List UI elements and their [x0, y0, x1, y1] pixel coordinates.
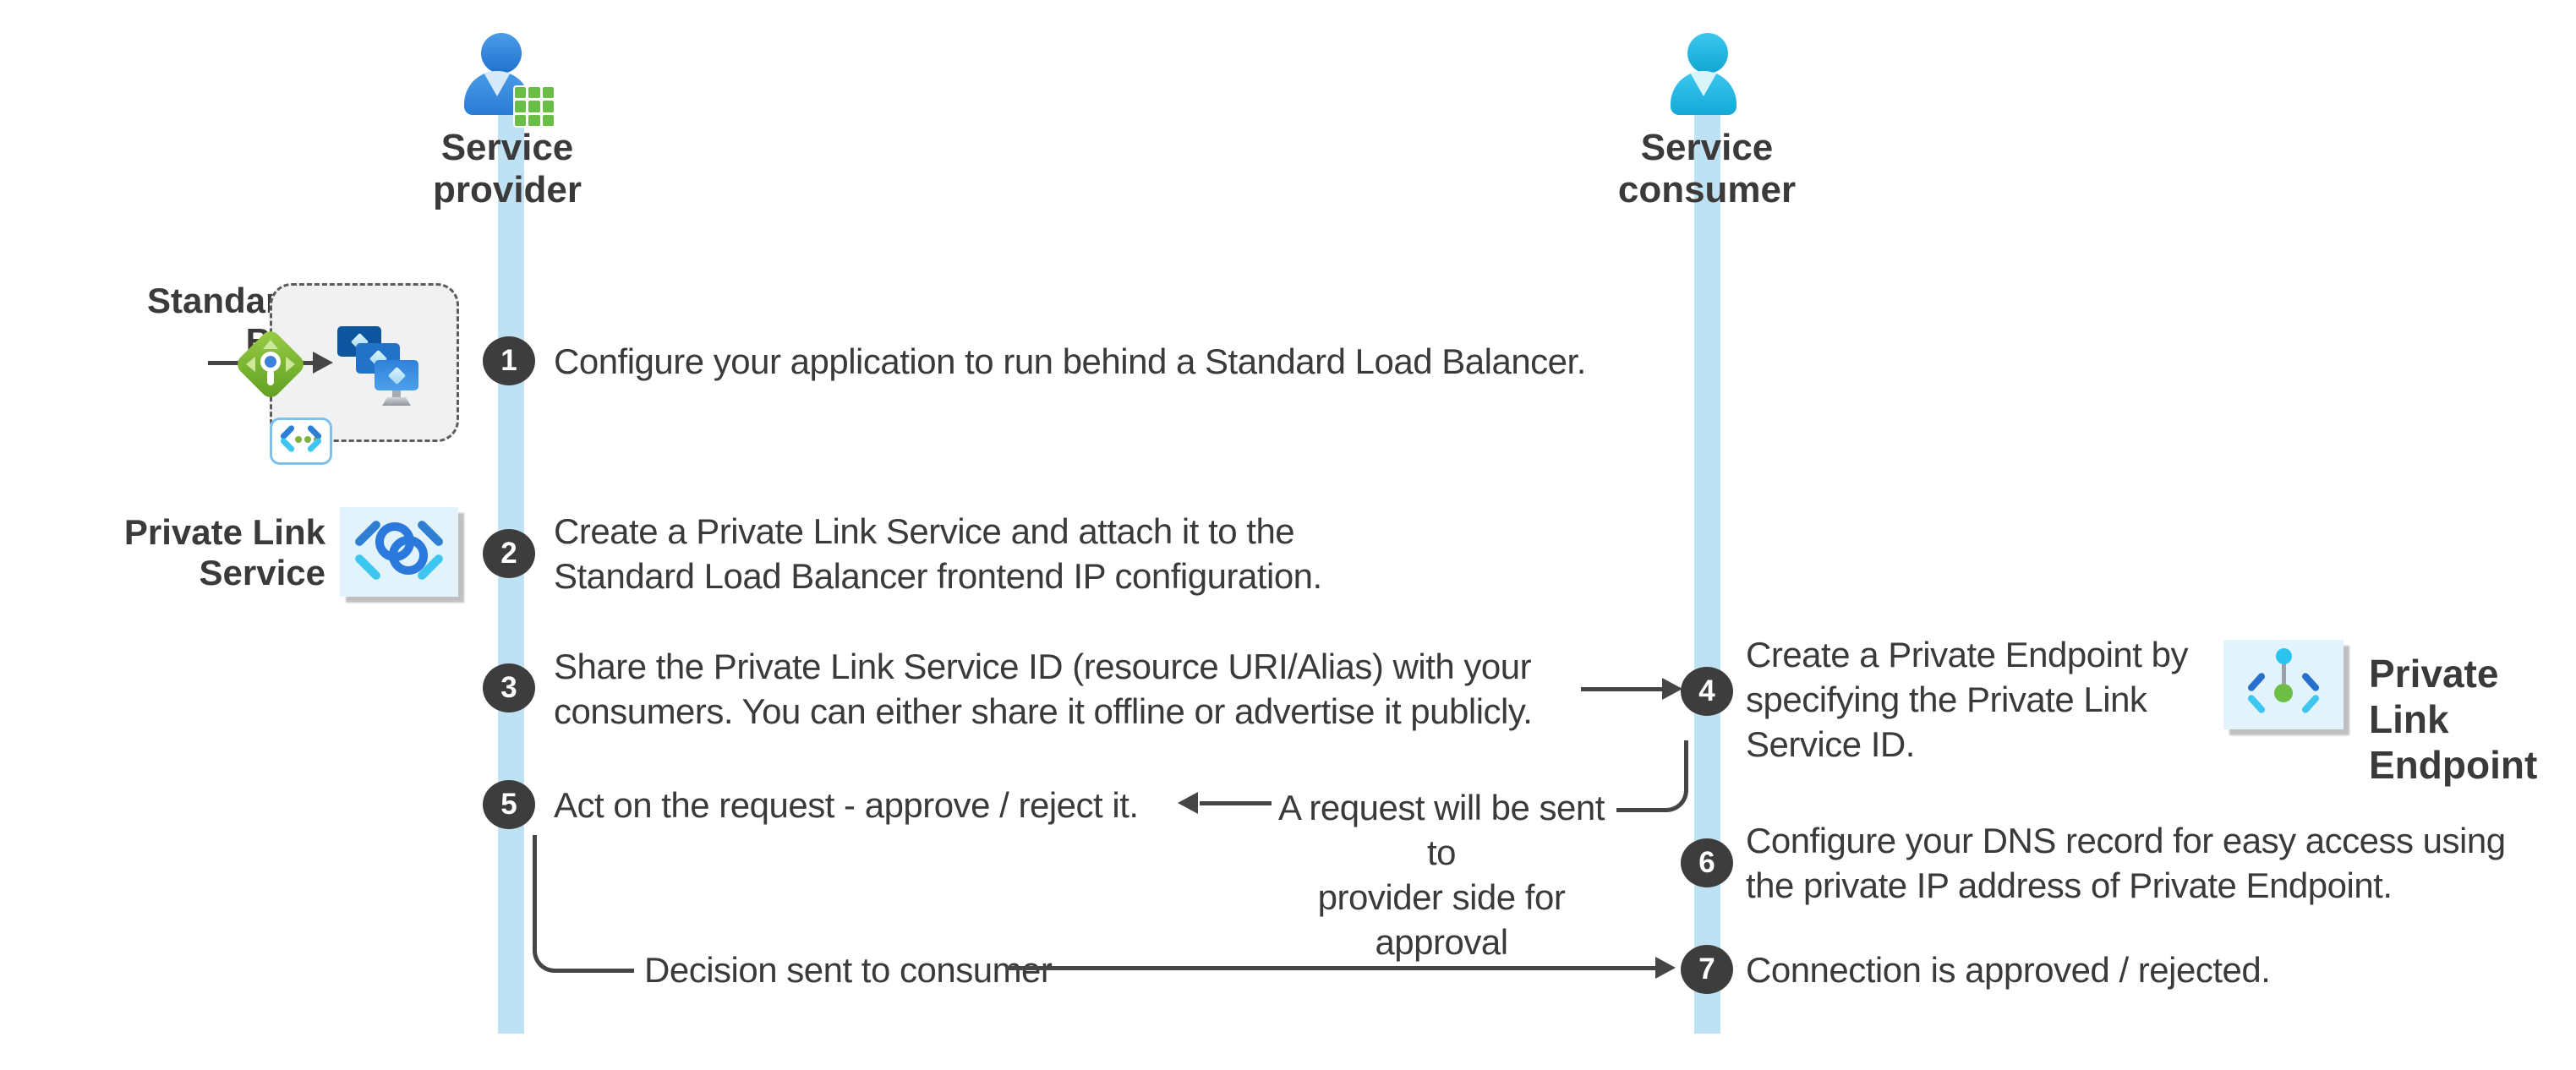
step-6-circle: 6	[1681, 838, 1733, 887]
provider-label: Service provider	[338, 127, 676, 211]
pls-label-line1: Private Link	[123, 512, 325, 552]
decision-arrowhead	[1655, 957, 1676, 979]
ple-green-dot	[2274, 684, 2293, 702]
lb-stem	[267, 370, 274, 385]
pls-link-ring	[389, 536, 428, 575]
ple-cyan-dot	[2276, 648, 2292, 664]
step-7-line1: Connection is approved / rejected.	[1746, 950, 2271, 990]
request-note-line1: A request will be sent to	[1278, 788, 1605, 872]
provider-collar	[483, 71, 511, 96]
step-2-text: Create a Private Link Service and attach…	[554, 509, 1322, 598]
step-5-line1: Act on the request - approve / reject it…	[554, 785, 1139, 825]
private-link-service-label: Private Link Service	[51, 512, 325, 593]
request-arrow-line	[1200, 801, 1272, 805]
share-id-arrow-line	[1581, 687, 1665, 691]
vm-stand-base	[382, 397, 411, 406]
vm-cube-icon	[387, 366, 406, 385]
step-3-line2: consumers. You can either share it offli…	[554, 691, 1533, 731]
step-7-circle: 7	[1681, 945, 1733, 994]
ple-chevron-right-bottom	[2300, 693, 2321, 715]
step-5-text: Act on the request - approve / reject it…	[554, 783, 1139, 827]
step-1-line1: Configure your application to run behind…	[554, 341, 1586, 381]
step-6-line2: the private IP address of Private Endpoi…	[1746, 865, 2393, 905]
ple-chevron-left-bottom	[2246, 693, 2267, 715]
provider-label-line1: Service	[440, 127, 574, 168]
step-2-line1: Create a Private Link Service and attach…	[554, 511, 1295, 551]
share-id-arrowhead	[1662, 678, 1682, 700]
request-elbow-connector	[1616, 740, 1688, 812]
lb-arrow-right-icon	[286, 357, 295, 372]
step-4-line2: specifying the Private Link	[1746, 680, 2147, 719]
step-1-circle: 1	[483, 336, 535, 385]
decision-note: Decision sent to consumer	[644, 950, 1053, 990]
ple-chevron-right-top	[2300, 671, 2321, 693]
consumer-label-line2: consumer	[1617, 169, 1797, 210]
vnet-chevron-left-bottom	[279, 436, 296, 454]
step-1-text: Configure your application to run behind…	[554, 339, 1586, 384]
step-2-circle: 2	[483, 529, 535, 578]
request-note: A request will be sent to provider side …	[1264, 785, 1619, 964]
decision-arrow-line	[1006, 966, 1657, 970]
request-note-line2: provider side for approval	[1317, 877, 1566, 962]
private-link-service-icon	[340, 507, 458, 597]
ple-label-line1: Private Link	[2369, 652, 2499, 741]
lb-arrow-up-icon	[263, 340, 278, 349]
application-grid-icon	[513, 85, 555, 128]
consumer-collar	[1689, 71, 1718, 96]
consumer-torso	[1671, 71, 1736, 115]
lb-center-dot	[265, 356, 276, 368]
vnet-dot	[295, 436, 302, 443]
lb-arrow-left-icon	[246, 357, 255, 372]
provider-label-line2: provider	[432, 169, 582, 210]
vnet-dot	[304, 436, 311, 443]
step-6-text: Configure your DNS record for easy acces…	[1746, 818, 2506, 908]
virtual-network-icon	[270, 418, 332, 465]
pls-label-line2: Service	[199, 553, 325, 592]
private-link-endpoint-icon	[2223, 640, 2344, 729]
ple-stem-line	[2282, 657, 2286, 691]
step-6-line1: Configure your DNS record for easy acces…	[1746, 821, 2506, 860]
step-5-circle: 5	[483, 780, 535, 829]
lb-to-vm-line	[298, 361, 314, 365]
request-arrowhead	[1178, 792, 1198, 814]
ple-label-line2: Endpoint	[2369, 743, 2538, 787]
step-4-line1: Create a Private Endpoint by	[1746, 635, 2188, 674]
provider-head	[481, 33, 522, 74]
ple-chevron-left-top	[2246, 671, 2267, 693]
decision-elbow-connector	[533, 835, 634, 973]
step-2-line2: Standard Load Balancer frontend IP confi…	[554, 556, 1322, 596]
step-3-text: Share the Private Link Service ID (resou…	[554, 644, 1533, 734]
step-4-circle: 4	[1681, 667, 1733, 716]
pls-chevron-left-bottom	[353, 553, 382, 581]
step-7-text: Connection is approved / rejected.	[1746, 947, 2271, 992]
step-4-text: Create a Private Endpoint by specifying …	[1746, 632, 2188, 767]
consumer-head	[1687, 33, 1728, 74]
lb-to-vm-arrowhead	[313, 352, 333, 374]
step-3-circle: 3	[483, 663, 535, 712]
consumer-label-line1: Service	[1640, 127, 1774, 168]
load-balancer-icon-face	[243, 336, 298, 392]
consumer-lifeline	[1694, 93, 1720, 1034]
vm-stand-neck	[392, 390, 401, 398]
private-link-endpoint-label: Private Link Endpoint	[2369, 651, 2576, 788]
step-3-line1: Share the Private Link Service ID (resou…	[554, 647, 1532, 686]
vm-icon-front	[375, 360, 418, 390]
step-4-line3: Service ID.	[1746, 724, 1915, 764]
slb-connector-line	[208, 361, 245, 365]
consumer-label: Service consumer	[1538, 127, 1876, 211]
